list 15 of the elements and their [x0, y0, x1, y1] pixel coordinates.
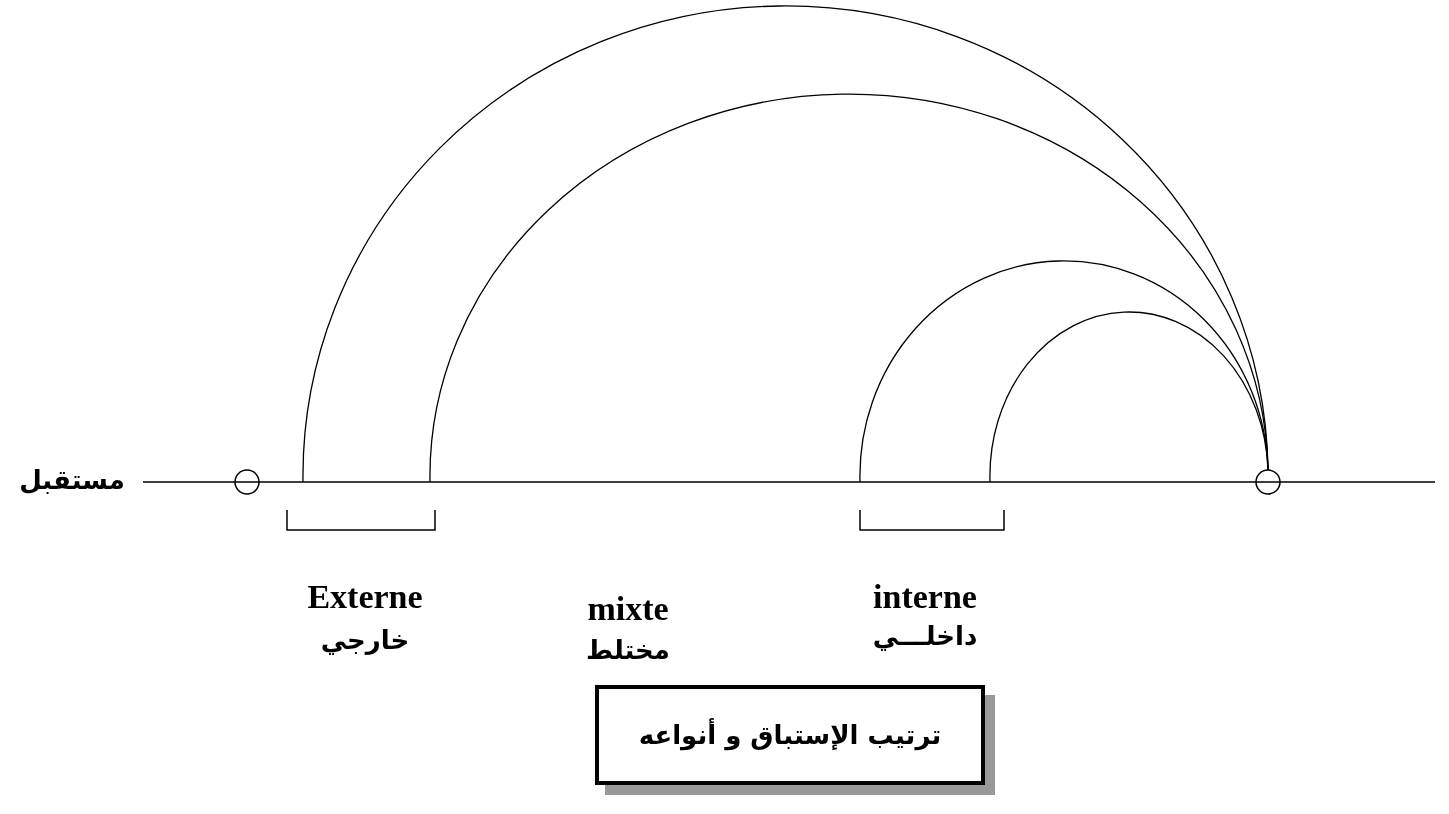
term-label: مختلط	[586, 636, 670, 665]
title-box	[595, 685, 985, 785]
arc-connector	[429, 93, 1269, 483]
term-label: mixte	[587, 590, 669, 628]
title-text: ترتيب الإستباق و أنواعه	[638, 720, 942, 750]
term-label: Externe	[307, 578, 423, 616]
term-label: داخلـــي	[872, 622, 978, 651]
arc-connector	[989, 311, 1269, 483]
term-label: interne	[873, 578, 977, 616]
arc-connector	[302, 5, 1269, 483]
axis-label: مستقبل	[19, 466, 125, 495]
arc-connector	[859, 260, 1269, 483]
point-circle	[1255, 469, 1281, 495]
point-circle	[234, 469, 260, 495]
term-label: خارجي	[320, 626, 410, 655]
